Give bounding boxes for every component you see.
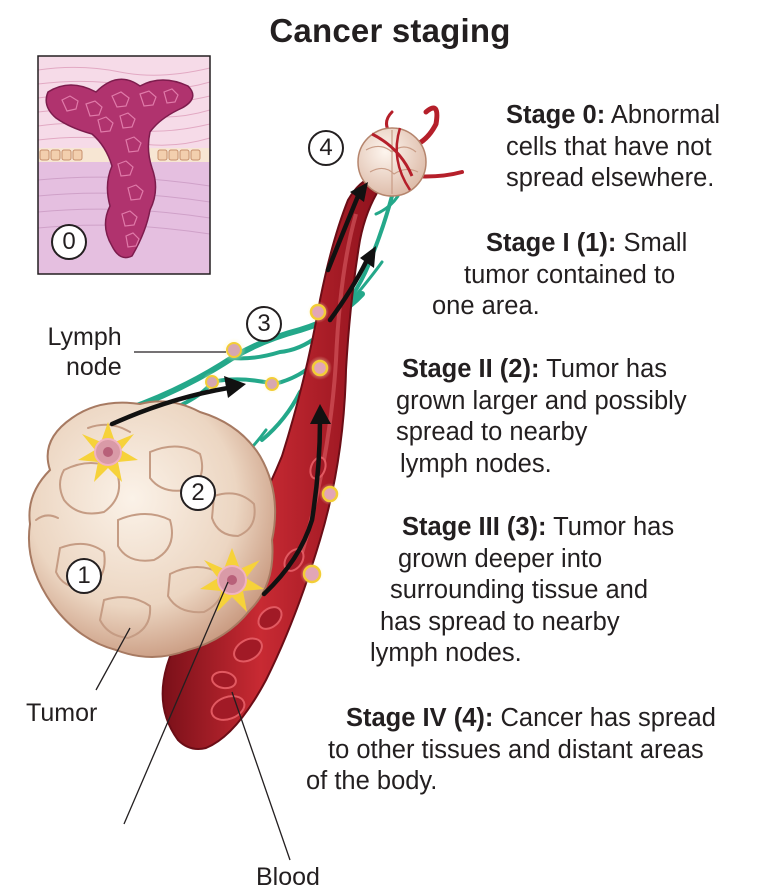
tissue-panel <box>37 55 211 275</box>
metastatic-tumor <box>357 105 464 197</box>
stage-3-line-2: grown deeper into <box>398 544 603 573</box>
lymph-label-line1: Lymph <box>47 323 122 351</box>
marker-stage-1: 1 <box>66 558 102 594</box>
lymph-label-line2: node <box>66 353 122 381</box>
stage-4-line-2: to other tissues and distant areas <box>328 735 704 764</box>
blood-label: Blood <box>256 863 320 891</box>
spread-arrows <box>109 193 369 597</box>
stage-2-name: Stage II (2) <box>402 355 531 383</box>
stage-3-line-4: has spread to nearby <box>380 607 620 636</box>
leader-lines <box>95 351 291 861</box>
stage-3-line-1: Tumor has <box>553 513 675 541</box>
circulating-cancer-cells <box>300 301 341 586</box>
lymph-node-cells <box>202 338 282 394</box>
stage-1-name: Stage I (1) <box>486 229 608 257</box>
stage-1-line-2: tumor contained to <box>464 260 676 289</box>
marker-stage-2: 2 <box>180 475 216 511</box>
stage-0-name: Stage 0 <box>506 101 597 129</box>
stage-3-text: Stage III (3): Tumor has grown deeper in… <box>370 512 674 670</box>
stage-1-text: Stage I (1): Small tumor contained to on… <box>432 228 687 323</box>
stage-3-name: Stage III (3) <box>402 513 539 541</box>
stage-0-text: Stage 0: Abnormal cells that have not sp… <box>506 100 720 195</box>
tumor-label: Tumor <box>26 699 98 727</box>
stage-0-line-1: Abnormal <box>610 101 721 129</box>
stage-2-line-1: Tumor has <box>546 355 668 383</box>
stage-3-line-3: surrounding tissue and <box>390 576 649 604</box>
stage-2-text: Stage II (2): Tumor has grown larger and… <box>396 354 687 480</box>
stage-4-name: Stage IV (4) <box>346 704 485 732</box>
stage-1-line-1: Small <box>623 229 688 257</box>
lymph-node-label: Lymph node <box>40 322 122 382</box>
stage-2-line-2: grown larger and possibly <box>396 386 687 415</box>
stage-4-text: Stage IV (4): Cancer has spread to other… <box>306 703 716 798</box>
marker-stage-0: 0 <box>51 224 87 260</box>
stage-1-line-3: one area. <box>432 292 540 320</box>
stage-0-line-2: cells that have not <box>506 132 712 161</box>
tumor-cancer-cells <box>78 422 264 612</box>
blood-cells <box>210 456 327 721</box>
primary-tumor <box>27 400 277 658</box>
stage-2-line-4: lymph nodes. <box>400 449 552 478</box>
stage-2-line-3: spread to nearby <box>396 418 588 446</box>
arrow-heads <box>224 182 376 424</box>
marker-stage-3: 3 <box>246 306 282 342</box>
page-title: Cancer staging <box>269 12 511 49</box>
marker-stage-4: 4 <box>308 130 344 166</box>
stage-4-line-1: Cancer has spread <box>500 704 716 732</box>
stage-3-line-5: lymph nodes. <box>370 639 522 667</box>
stage-4-line-3: of the body. <box>306 767 438 795</box>
stage-0-line-3: spread elsewhere. <box>506 164 715 192</box>
